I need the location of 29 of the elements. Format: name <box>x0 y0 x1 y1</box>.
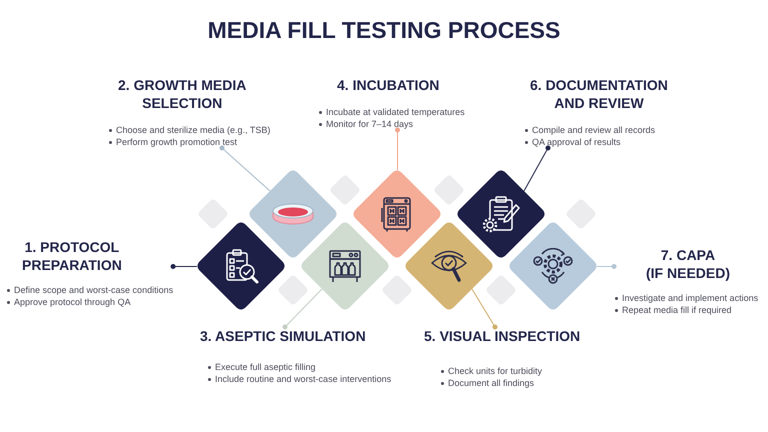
bullet-point: Monitor for 7–14 days <box>318 118 414 130</box>
leader-line <box>395 128 400 170</box>
bullet-point: Approve protocol through QA <box>6 296 131 308</box>
step-heading: 4. INCUBATION <box>337 76 440 94</box>
leader-line <box>282 288 322 330</box>
bullet-point: Perform growth promotion test <box>108 136 238 148</box>
bullet-point: Document all findings <box>440 377 534 389</box>
leader-line <box>472 288 498 330</box>
leader-line <box>220 146 270 192</box>
step-heading: 3. ASEPTIC SIMULATION <box>200 327 366 345</box>
bullet-point: Execute full aseptic filling <box>207 361 316 373</box>
bullet-point: Incubate at validated temperatures <box>318 106 465 118</box>
leader-line <box>524 146 550 192</box>
bullet-point: Check units for turbidity <box>440 365 542 377</box>
bullet-point: Define scope and worst-case conditions <box>6 284 174 296</box>
bullet-point: Compile and review all records <box>524 124 656 136</box>
leader-line <box>170 264 198 269</box>
step-heading: 1. PROTOCOL PREPARATION <box>22 238 122 274</box>
bullet-point: Investigate and implement actions <box>614 292 758 304</box>
page-title: MEDIA FILL TESTING PROCESS <box>208 16 560 44</box>
bullet-point: QA approval of results <box>524 136 621 148</box>
bullet-point: Repeat media fill if required <box>614 304 732 316</box>
leader-line <box>596 264 616 269</box>
step-heading: 5. VISUAL INSPECTION <box>424 327 580 345</box>
bullet-point: Include routine and worst-case interventions <box>207 373 392 385</box>
step-heading: 6. DOCUMENTATION AND REVIEW <box>530 76 668 112</box>
bullet-point: Choose and sterilize media (e.g., TSB) <box>108 124 270 136</box>
step-heading: 7. CAPA (IF NEEDED) <box>646 246 730 282</box>
step-heading: 2. GROWTH MEDIA SELECTION <box>118 76 246 112</box>
